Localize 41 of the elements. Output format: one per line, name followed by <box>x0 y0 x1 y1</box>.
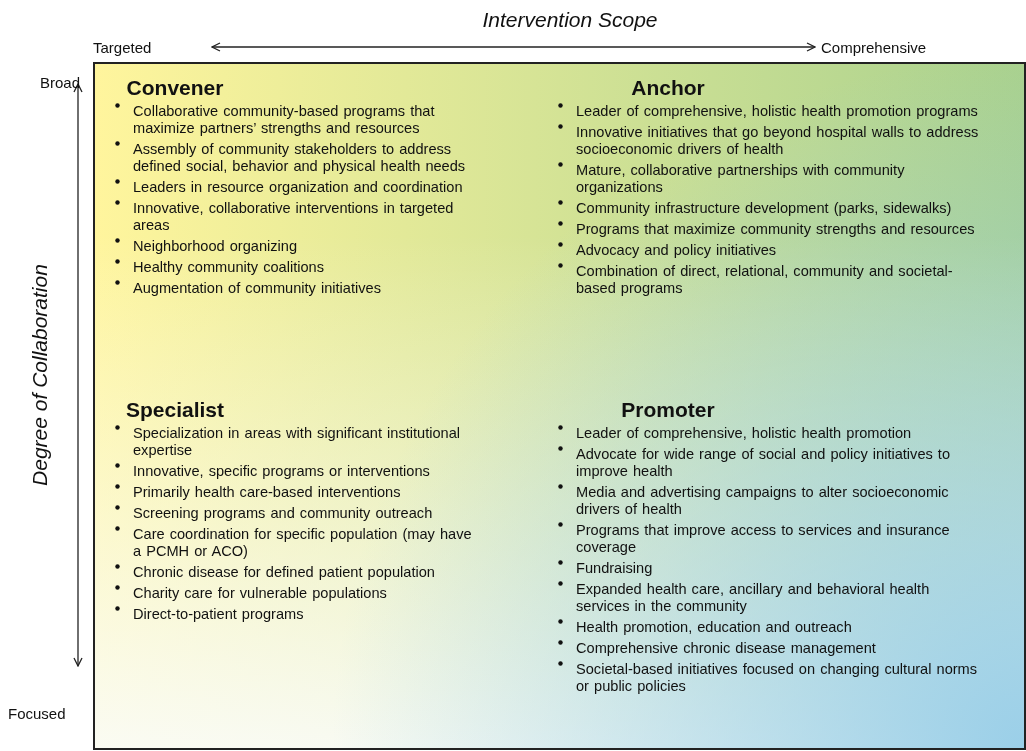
bullet-item: Leaders in resource organization and coordination <box>133 179 463 195</box>
bullet-item: Mature, collaborative partnerships with community organizations <box>576 162 905 195</box>
bullet-item: Chronic disease for defined patient population <box>133 564 435 580</box>
quadrant-heading: Promoter <box>621 398 715 422</box>
bullet-item: Health promotion, education and outreach <box>576 619 852 635</box>
bullet-item: Expanded health care, ancillary and behavioral health services in the community <box>576 581 930 614</box>
bullet-item: Societal-based initiatives focused on changing cultural norms or public policies <box>576 661 978 694</box>
bullet-item: Advocacy and policy initiatives <box>576 242 777 258</box>
bullet-item: Leader of comprehensive, holistic health promotion <box>576 425 912 441</box>
quadrant-heading: Convener <box>126 76 224 100</box>
bullet-item: Direct-to-patient programs <box>133 606 304 622</box>
bullet-item: Combination of direct, relational, community and societal-based programs <box>576 263 953 296</box>
axis-label: Targeted <box>93 39 152 56</box>
axis-title: Intervention Scope <box>482 8 658 32</box>
bullet-item: Innovative, collaborative interventions in targeted areas <box>133 200 454 233</box>
bullet-item: Community infrastructure development (parks, sidewalks) <box>576 200 952 216</box>
axis-label: Broad <box>40 74 81 91</box>
bullet-item: Screening programs and community outreach <box>133 505 433 521</box>
bullet-item: Comprehensive chronic disease management <box>576 640 876 656</box>
bullet-item: Programs that maximize community strengths and resources <box>576 221 975 237</box>
axis-label: Comprehensive <box>821 39 927 56</box>
bullet-item: Augmentation of community initiatives <box>133 280 381 296</box>
axis-title: Degree of Collaboration <box>28 264 52 486</box>
bullet-item: Programs that improve access to services and insurance coverage <box>576 522 950 555</box>
bullet-item: Healthy community coalitions <box>133 259 324 275</box>
bullet-item: Assembly of community stakeholders to address defined social, behavior and physical health needs <box>133 141 466 174</box>
bullet-item: Innovative, specific programs or interventions <box>133 463 430 479</box>
bullet-item: Advocate for wide range of social and policy initiatives to improve health <box>576 446 951 479</box>
bullet-item: Media and advertising campaigns to alter socioeconomic drivers of health <box>576 484 949 517</box>
quadrant-heading: Specialist <box>125 398 225 422</box>
bullet-item: Innovative initiatives that go beyond hospital walls to address socioeconomic drivers of health <box>576 124 979 157</box>
bullet-item: Specialization in areas with significant institutional expertise <box>133 425 461 458</box>
bullet-item: Primarily health care-based interventions <box>133 484 401 500</box>
bullet-item: Leader of comprehensive, holistic health promotion programs <box>576 103 978 119</box>
bullet-item: Fundraising <box>576 560 653 576</box>
axis-label: Focused <box>8 705 66 722</box>
bullet-item: Neighborhood organizing <box>133 238 298 254</box>
bullet-item: Collaborative community-based programs that maximize partners’ strengths and resources <box>133 103 435 136</box>
quadrant-heading: Anchor <box>631 76 705 100</box>
bullet-item: Charity care for vulnerable populations <box>133 585 387 601</box>
bullet-item: Care coordination for specific population (may have a PCMH or ACO) <box>133 526 472 559</box>
